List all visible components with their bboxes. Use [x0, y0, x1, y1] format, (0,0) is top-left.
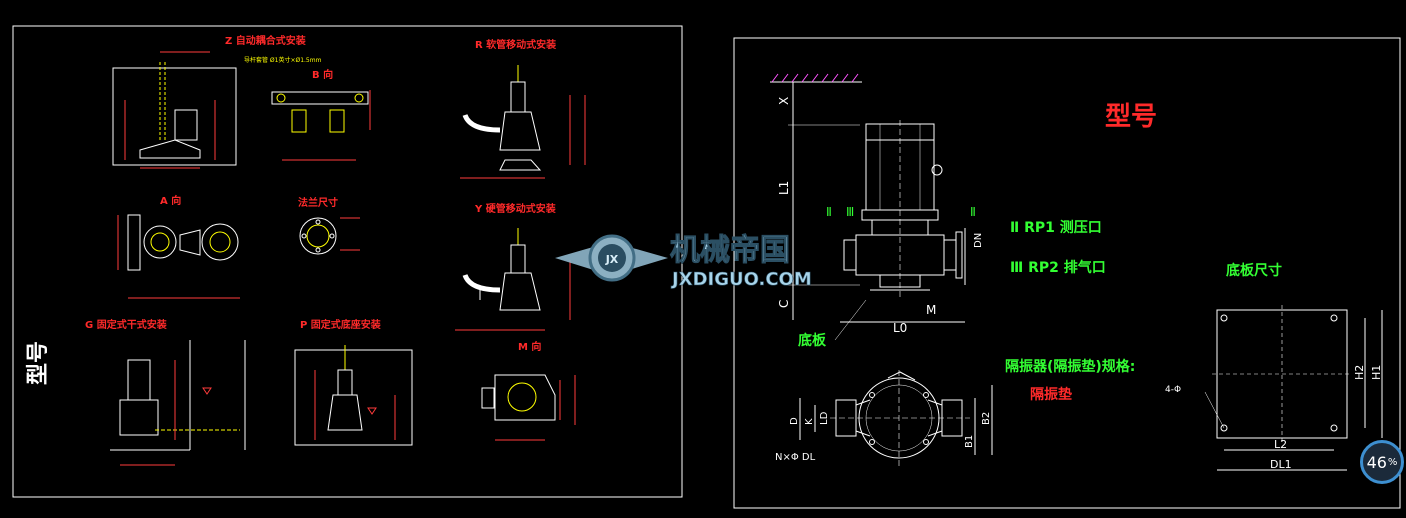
mark-ii-right: Ⅱ: [970, 205, 976, 219]
isolator-spec: 隔振器(隔振垫)规格:: [1005, 358, 1135, 375]
title-flange-size: 法兰尺寸: [298, 196, 338, 209]
title-a-view: A 向: [160, 194, 181, 207]
right-title: 型号: [1105, 102, 1157, 132]
mark-iii: Ⅲ: [846, 205, 854, 219]
watermark-emblem: JX: [605, 253, 619, 266]
dim-l2: L2: [1274, 438, 1287, 451]
left-vertical-title: 型号: [26, 341, 51, 385]
dim-h1: H1: [1370, 365, 1383, 380]
rp2-label: Ⅲ RP2 排气口: [1010, 259, 1106, 276]
pump-elevation: [840, 120, 966, 323]
dim-l1: L1: [777, 181, 791, 195]
isolator-pad: 隔振垫: [1030, 386, 1072, 403]
base-plate-drawing: [1204, 305, 1383, 471]
title-g-install: G 固定式干式安装: [85, 318, 167, 331]
dim-dn: DN: [973, 233, 984, 248]
flange-drawing: [299, 217, 360, 255]
zoom-indicator[interactable]: 46%: [1360, 440, 1404, 484]
mark-ii-left: Ⅱ: [826, 205, 832, 219]
title-b-view: B 向: [312, 68, 333, 81]
dim-k: K: [804, 418, 815, 425]
dim-l0: L0: [893, 321, 907, 335]
title-z-install: Z 自动耦合式安装: [225, 34, 306, 47]
g-install-drawing: [110, 340, 246, 466]
base-label: 底板: [798, 332, 827, 349]
p-install-drawing: [294, 345, 413, 446]
title-m-view: M 向: [518, 340, 541, 353]
pump-left-dims: [788, 82, 860, 320]
dim-x: X: [777, 97, 791, 105]
base-size-title: 底板尺寸: [1226, 262, 1282, 279]
dim-ndl: N×Φ DL: [775, 452, 816, 463]
guide-note: 导杆套管 Ø1英寸×Ø1.5mm: [244, 56, 322, 64]
left-sheet-border: [12, 25, 683, 498]
m-view-drawing: [481, 374, 576, 441]
pump-plan-view: [799, 370, 993, 466]
dim-dl1: DL1: [1270, 458, 1292, 471]
dim-c: C: [777, 300, 791, 308]
dim-d: D: [789, 417, 800, 425]
b-view-drawing: [271, 90, 371, 161]
title-r-install: R 软管移动式安装: [475, 38, 556, 51]
rp1-label: Ⅱ RP1 测压口: [1010, 219, 1102, 236]
dim-b1: B1: [964, 435, 975, 448]
title-y-install: Y 硬管移动式安装: [474, 202, 556, 215]
y-install-drawing: [455, 228, 571, 331]
a-view-drawing: [117, 214, 240, 299]
z-install-drawing: [112, 51, 237, 169]
ceiling-hatch: [770, 73, 862, 83]
watermark-logo: [555, 234, 668, 282]
dim-hole: 4-Φ: [1165, 385, 1181, 395]
watermark-cn: 机械帝国: [670, 233, 790, 268]
zoom-unit: %: [1387, 456, 1398, 468]
dim-ld: LD: [819, 411, 830, 425]
dim-h2: H2: [1353, 365, 1366, 380]
title-p-install: P 固定式底座安装: [300, 318, 381, 331]
r-install-drawing: [460, 65, 586, 179]
dim-b2: B2: [981, 412, 992, 425]
zoom-value: 46: [1366, 452, 1387, 472]
watermark-en: JXDIGUO.COM: [670, 269, 812, 290]
right-sheet-border: [733, 37, 1401, 509]
dim-m: M: [926, 303, 936, 317]
